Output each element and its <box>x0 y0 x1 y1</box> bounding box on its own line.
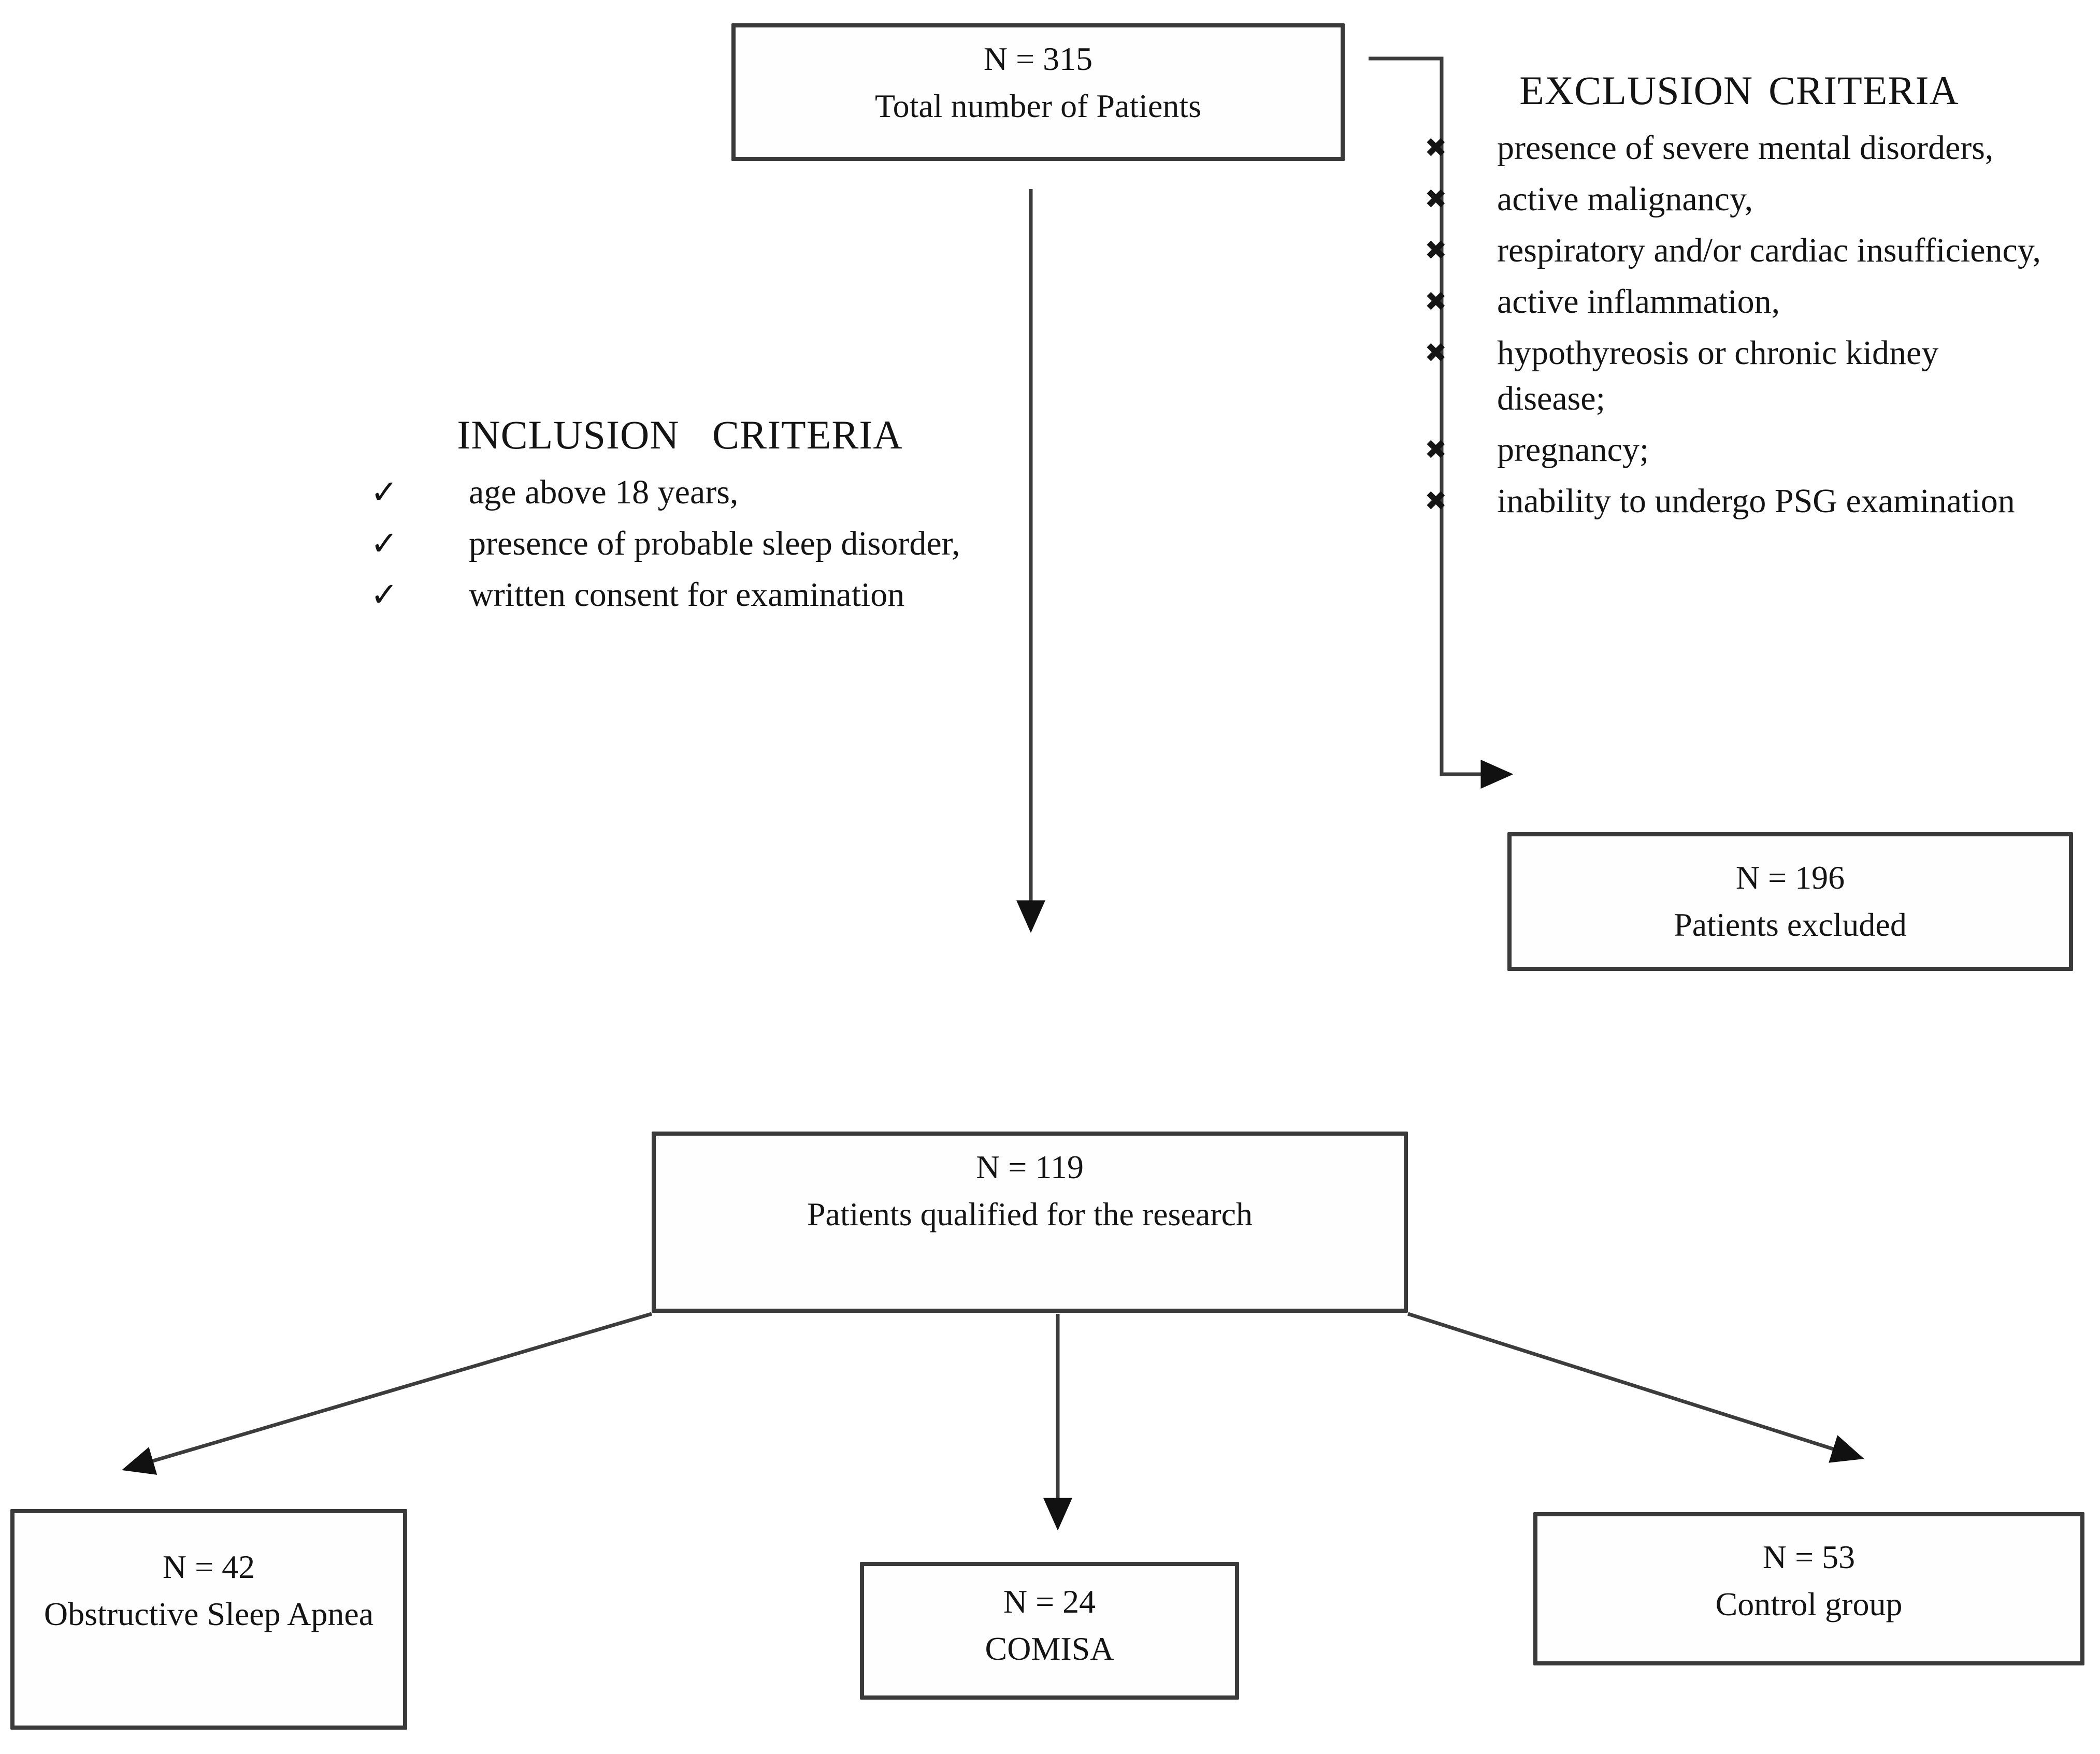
criteria-item-text: respiratory and/or cardiac insufficiency… <box>1497 231 2041 270</box>
criteria-item: ✖ active malignancy, <box>1425 177 2054 222</box>
arrow-total-to-excluded-elbow <box>1369 56 1514 789</box>
cross-icon: ✖ <box>1425 485 1447 517</box>
node-osa-label: Obstructive Sleep Apnea <box>44 1596 374 1632</box>
check-icon: ✓ <box>370 473 398 512</box>
node-control-group: N = 53 Control group <box>1533 1512 2084 1665</box>
node-patients-excluded: N = 196 Patients excluded <box>1507 832 2073 971</box>
criteria-item-text: presence of probable sleep disorder, <box>469 525 960 563</box>
criteria-item: ✖ respiratory and/or cardiac insufficienc… <box>1425 228 2054 273</box>
criteria-item-text: hypothyreosis or chronic kidney disease; <box>1497 334 1939 417</box>
criteria-item-text: pregnancy; <box>1497 430 1649 469</box>
criteria-item: ✖ pregnancy; <box>1425 427 2054 472</box>
node-control-count: N = 53 <box>1762 1539 1856 1576</box>
cross-icon: ✖ <box>1425 286 1447 318</box>
cross-icon: ✖ <box>1425 434 1447 466</box>
exclusion-criteria-list: ✖ presence of severe mental disorders, ✖ ac… <box>1425 125 2054 524</box>
criteria-item-text: presence of severe mental disorders, <box>1497 129 1994 167</box>
inclusion-criteria-block: INCLUSION CRITERIA ✓age above 18 years,✓… <box>370 412 989 624</box>
criteria-item-text: age above 18 years, <box>469 473 739 511</box>
inclusion-criteria-title: INCLUSION CRITERIA <box>457 412 903 457</box>
node-total-patients: N = 315 Total number of Patients <box>731 23 1345 161</box>
criteria-item: ✖ presence of severe mental disorders, <box>1425 125 2054 170</box>
cross-icon: ✖ <box>1425 338 1447 369</box>
criteria-item-text: active inflammation, <box>1497 283 1780 321</box>
node-comisa-count: N = 24 <box>1003 1583 1096 1620</box>
criteria-item: ✖ hypothyreosis or chronic kidney disease… <box>1425 330 2054 421</box>
arrow-qualified-to-control <box>1407 1312 1864 1463</box>
node-control-label: Control group <box>1715 1586 1903 1622</box>
node-patients-qualified: N = 119 Patients qualified for the resea… <box>652 1132 1408 1313</box>
node-total-count: N = 315 <box>983 40 1093 78</box>
criteria-item: ✓ written consent for examination <box>370 572 989 617</box>
node-comisa: N = 24 COMISA <box>860 1562 1239 1700</box>
check-icon: ✓ <box>370 576 398 615</box>
criteria-item: ✓ age above 18 years, <box>370 470 989 515</box>
criteria-item: ✖ inability to undergo PSG examination <box>1425 479 2054 524</box>
node-osa-count: N = 42 <box>162 1548 255 1586</box>
criteria-item-text: active malignancy, <box>1497 180 1753 219</box>
node-comisa-label: COMISA <box>985 1630 1114 1667</box>
criteria-item: ✖ active inflammation, <box>1425 279 2054 324</box>
node-excluded-label: Patients excluded <box>1674 906 1907 943</box>
node-total-label: Total number of Patients <box>874 88 1202 124</box>
node-excluded-count: N = 196 <box>1735 859 1845 896</box>
node-qualified-count: N = 119 <box>976 1149 1084 1186</box>
arrow-qualified-to-osa <box>121 1312 652 1475</box>
cross-icon: ✖ <box>1425 133 1447 164</box>
cross-icon: ✖ <box>1425 235 1447 267</box>
exclusion-criteria-title: EXCLUSION CRITERIA <box>1519 68 1959 113</box>
check-icon: ✓ <box>370 525 398 563</box>
node-obstructive-sleep-apnea: N = 42 Obstructive Sleep Apnea <box>10 1509 407 1730</box>
node-qualified-label: Patients qualified for the research <box>807 1196 1253 1233</box>
inclusion-criteria-list: ✓ age above 18 years, ✓ presence of probabl… <box>370 470 989 617</box>
cross-icon: ✖ <box>1425 184 1447 215</box>
exclusion-criteria-block: EXCLUSION CRITERIA ✖ presence of severe m… <box>1425 67 2054 530</box>
criteria-item: ✓ presence of probable sleep disorder, <box>370 521 989 566</box>
criteria-item-text: written consent for examination <box>469 576 905 614</box>
criteria-item-text: inability to undergo PSG examination <box>1497 482 2015 520</box>
